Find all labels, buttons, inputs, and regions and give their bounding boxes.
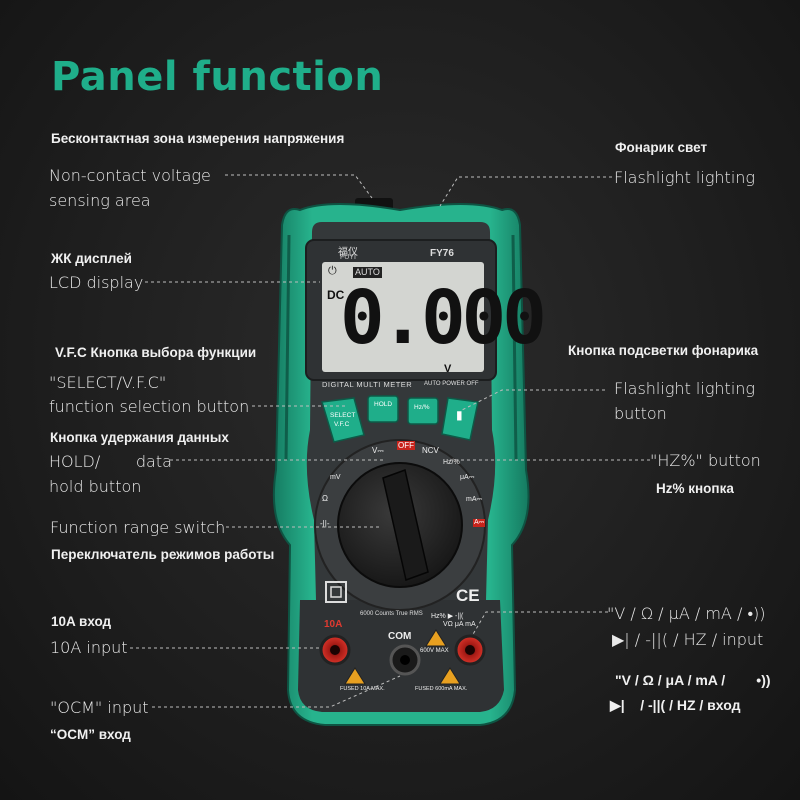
com-label-ru: “OCM” вход — [50, 727, 131, 742]
lcd-unit: V — [444, 363, 452, 375]
insulation-icon — [325, 581, 347, 603]
com-label-en: "OCM" input — [50, 698, 149, 717]
knob-pointer — [382, 469, 429, 581]
select-label-en-1: "SELECT/V.F.C" — [49, 373, 167, 392]
dial-label-ma: mA⎓ — [466, 496, 483, 503]
dial-label-off: OFF — [397, 441, 415, 450]
jack-10a-label: 10A — [324, 619, 343, 630]
flashbtn-label-ru: Кнопка подсветки фонарика — [568, 343, 759, 358]
flashlight-button — [441, 397, 479, 441]
dial-label-a: A⎓ — [473, 519, 486, 527]
flash-label-en: Flashlight lighting — [614, 168, 756, 187]
flashbtn-label-en-1: Flashlight lighting — [614, 379, 756, 398]
switch-label-ru: Переключатель режимов работы — [51, 547, 275, 562]
hold-label-ru: Кнопка удержания данных — [50, 430, 229, 445]
lcd-screen — [322, 262, 484, 372]
dial-label-ohm: Ω — [322, 494, 328, 503]
flash-label-ru: Фонарик свет — [615, 140, 708, 155]
dial-label-ua: μA⎓ — [460, 474, 475, 481]
counts-label: 6000 Counts True RMS — [360, 611, 423, 617]
warning-icon — [425, 629, 447, 647]
model-label: FY76 — [430, 248, 454, 259]
select-button-label[interactable]: SELECT — [330, 412, 356, 419]
dial-label-mv: mV — [330, 474, 341, 481]
ncv-label-ru: Бесконтактная зона измерения напряжения — [51, 131, 345, 146]
vinput-label-en-2: ▶| / -||( / HZ / input — [612, 630, 764, 649]
select-label-en-2: function selection button — [49, 397, 250, 416]
hold-button — [367, 395, 399, 423]
select-button — [321, 397, 365, 443]
panel-label: DIGITAL MULTI METER — [322, 380, 413, 389]
ce-mark: CE — [456, 586, 480, 605]
dial-label-ncv: NCV — [422, 446, 439, 455]
hz-button — [407, 397, 439, 425]
lcd-auto-label: AUTO — [353, 267, 382, 278]
dial-label-hz: Hz/% — [443, 459, 460, 466]
select-button-sublabel: V.F.C — [334, 421, 350, 428]
vinput-label-ru-2: ▶| / -||( / HZ / вход — [610, 697, 741, 713]
warning-icon — [439, 667, 461, 685]
max600-label: 600V MAX — [420, 648, 449, 654]
switch-label-en: Function range switch — [50, 518, 226, 537]
hz-label-ru: Hz% кнопка — [656, 481, 734, 496]
jack-v-label-2: VΩ μA mA — [443, 621, 476, 628]
lcd-reading: 0.000 — [340, 275, 547, 361]
lcd-label-ru: ЖК дисплей — [51, 251, 132, 266]
flashbtn-label-en-2: button — [614, 404, 667, 423]
hold-label-en-1: HOLD/ data — [49, 452, 172, 471]
brand-en-label: FUYI — [340, 254, 356, 261]
vinput-label-ru-1: "V / Ω / μA / mA / •)) — [615, 672, 771, 688]
power-icon: ⏻ — [328, 265, 337, 277]
hold-label-en-2: hold button — [49, 477, 142, 496]
hold-button-label[interactable]: HOLD — [374, 401, 393, 408]
fused-600ma-label: FUSED 600mA MAX. — [415, 686, 468, 692]
jack-v-label: Hz% ▶ -||( — [431, 613, 464, 620]
vinput-label-en-1: "V / Ω / μA / mA / •)) — [607, 604, 766, 623]
a10-label-en: 10A input — [50, 638, 128, 657]
hz-button-label[interactable]: Hz/% — [414, 404, 430, 411]
lcd-label-en: LCD display — [49, 273, 144, 292]
a10-label-ru: 10A вход — [51, 614, 112, 629]
ncv-label-en-2: sensing area — [49, 191, 151, 210]
warning-icon — [344, 667, 366, 685]
hz-label-en: "HZ%" button — [650, 451, 761, 470]
ncv-label-en-1: Non-contact voltage — [49, 166, 211, 185]
flashlight-button-icon[interactable]: ▮ — [456, 408, 463, 422]
brand-label: 福仪 — [338, 247, 358, 258]
dial-label-cap: -||- — [320, 519, 330, 528]
lcd-dc-label: DC — [327, 288, 345, 302]
page-title: Panel function — [51, 54, 384, 100]
jack-com-label: COM — [388, 631, 412, 642]
auto-power-label: AUTO POWER OFF — [424, 381, 479, 387]
fused-10a-label: FUSED 10A MAX. — [340, 686, 385, 692]
vfc-label-ru: V.F.C Кнопка выбора функции — [55, 345, 257, 360]
dial-label-v: V⎓ — [372, 446, 384, 455]
